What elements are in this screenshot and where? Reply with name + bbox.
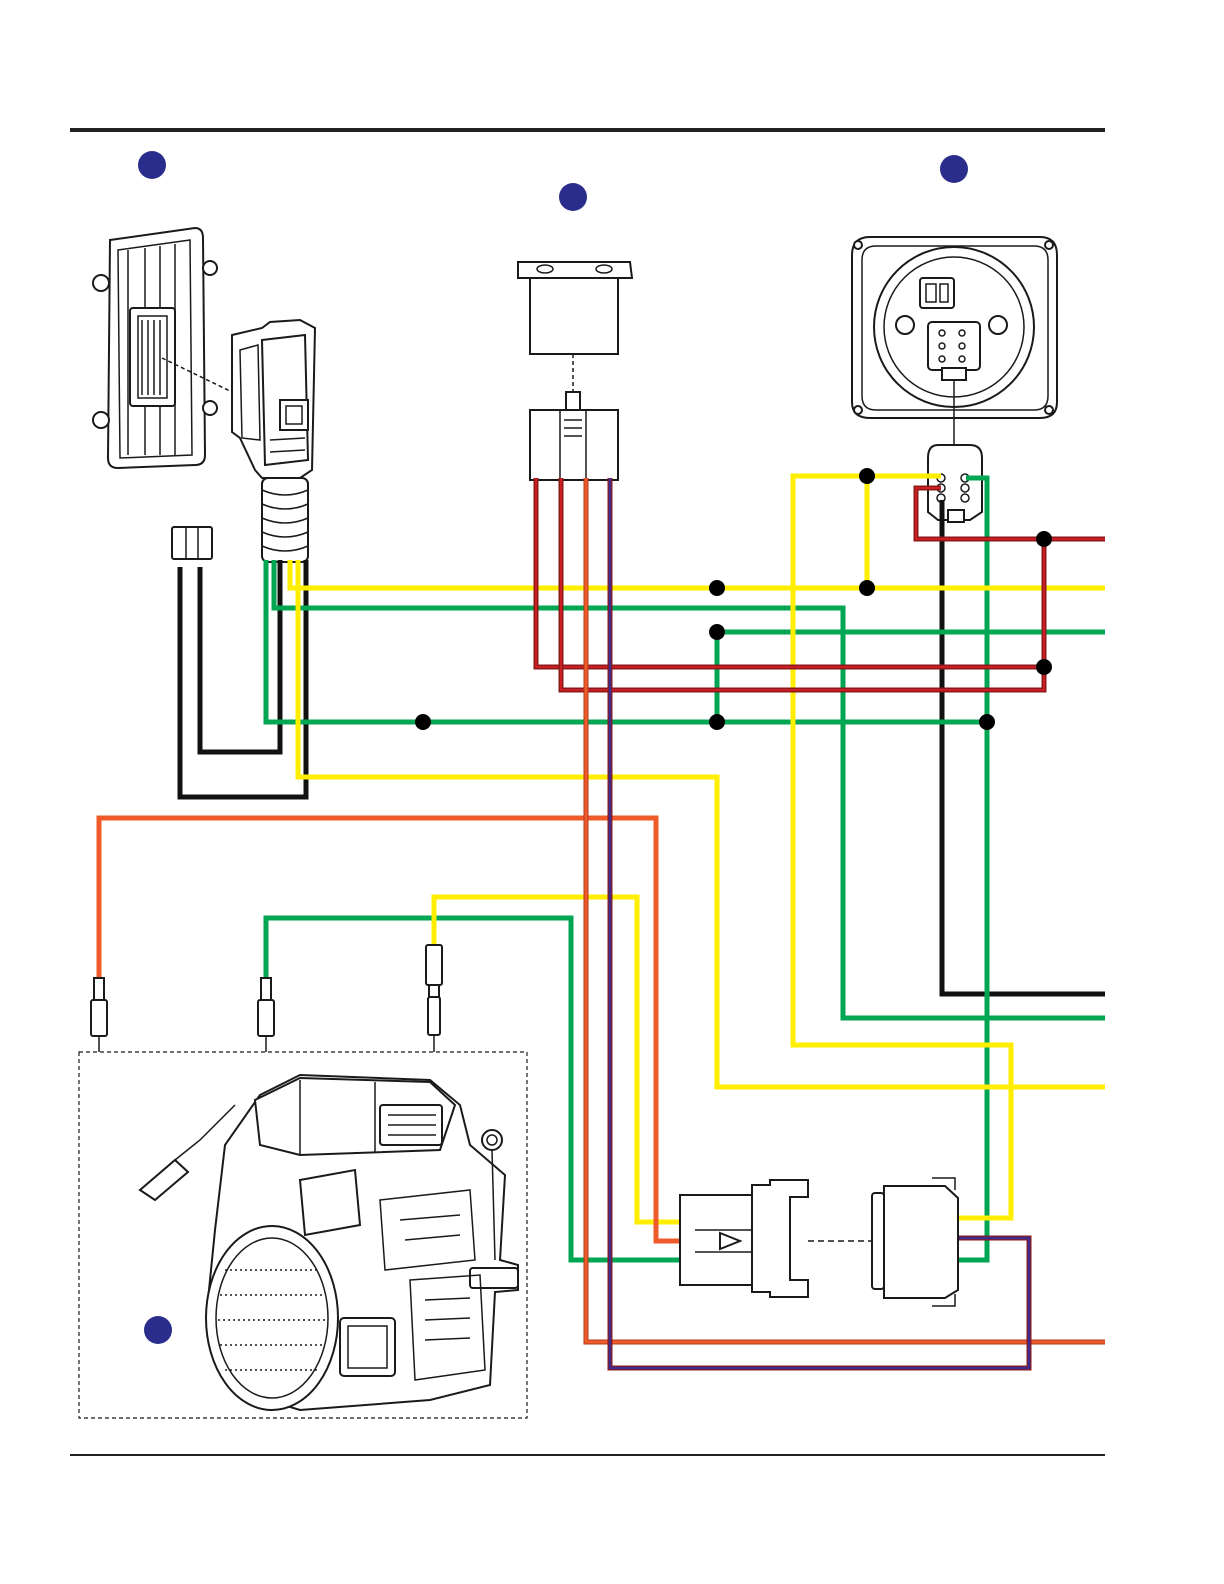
receptacle-icon: [872, 1178, 958, 1306]
six-pin-plug-icon: [928, 445, 982, 522]
fuse-icon: [172, 527, 212, 559]
junction-dot: [859, 468, 875, 484]
junction-dot: [709, 624, 725, 640]
harness-sleeve-icon: [262, 478, 308, 562]
junction-dot: [1036, 659, 1052, 675]
ecu-module-icon: [93, 228, 217, 468]
callout-hour-meter: [940, 155, 968, 183]
callout-ecu: [138, 151, 166, 179]
junction-dot: [709, 714, 725, 730]
callout-engine: [144, 1316, 172, 1344]
bullet-connector-yellow: [426, 945, 442, 1052]
engine-icon: [140, 1075, 518, 1410]
plug-icon: [680, 1180, 808, 1297]
junction-dot: [709, 580, 725, 596]
red-wires: [536, 478, 1105, 690]
bullet-connector-orange: [91, 978, 107, 1052]
junction-dot: [859, 580, 875, 596]
purple-wire: [610, 478, 1029, 1368]
junction-dot: [1036, 531, 1052, 547]
relay-socket-icon: [530, 392, 618, 480]
junction-dot: [979, 714, 995, 730]
multi-pin-connector-icon: [232, 320, 315, 478]
junction-dot: [415, 714, 431, 730]
bullet-connector-green: [258, 978, 274, 1052]
callout-relay: [559, 183, 587, 211]
relay-icon: [518, 262, 632, 354]
